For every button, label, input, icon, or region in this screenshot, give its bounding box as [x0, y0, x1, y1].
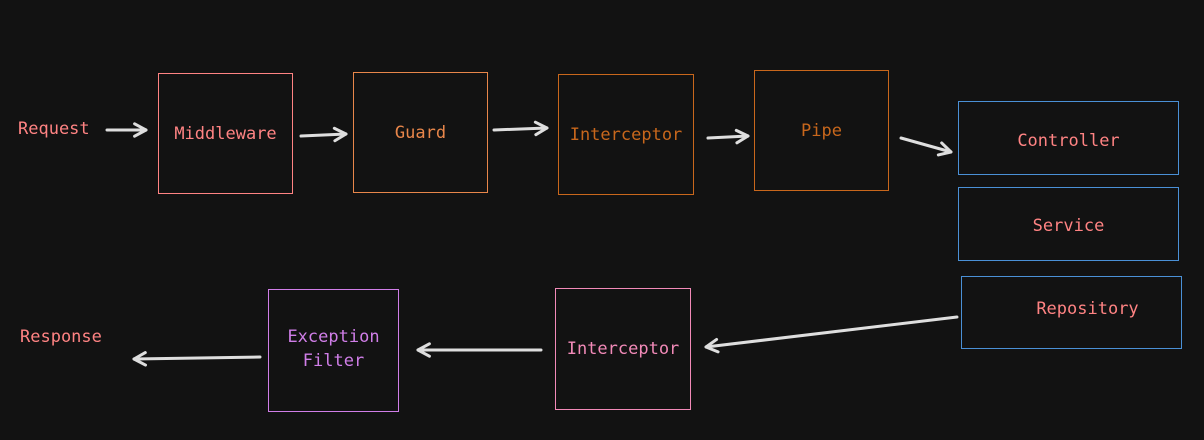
- arrow-head: [936, 141, 953, 157]
- arrow-guard-to-interceptor-in: [492, 120, 549, 137]
- arrow-shaft: [492, 126, 549, 132]
- arrow-shaft: [132, 355, 262, 361]
- arrow-layer: [105, 120, 959, 367]
- interceptor-in-node: Interceptor: [558, 74, 694, 195]
- controller-label: Controller: [1017, 131, 1120, 151]
- guard-label: Guard: [394, 122, 447, 143]
- request-label: Request: [18, 119, 90, 139]
- controller-node: Controller: [958, 101, 1179, 175]
- arrow-pipe-to-controller: [899, 136, 953, 157]
- arrow-head: [416, 342, 431, 358]
- middleware-label: Middleware: [174, 123, 277, 144]
- interceptor-in-label: Interceptor: [569, 124, 683, 145]
- arrow-request-to-middleware: [105, 122, 148, 138]
- arrow-repository-to-interceptor-out: [704, 315, 959, 354]
- arrow-interceptor-in-to-pipe: [706, 128, 750, 145]
- interceptor-out-node: Interceptor: [555, 288, 691, 410]
- arrow-head: [704, 337, 720, 354]
- exception-filter-label: Exception Filter: [287, 327, 380, 371]
- exception-filter-node: Exception Filter: [268, 289, 399, 412]
- arrow-head: [332, 126, 348, 143]
- repository-node: Repository: [961, 276, 1182, 349]
- pipe-label: Pipe: [801, 121, 842, 141]
- guard-node: Guard: [353, 72, 488, 193]
- response-label: Response: [20, 327, 102, 347]
- arrow-exception-filter-to-response: [132, 351, 262, 367]
- middleware-node: Middleware: [158, 73, 293, 194]
- arrow-head: [533, 120, 549, 137]
- arrow-shaft: [706, 134, 750, 140]
- arrow-shaft: [299, 132, 348, 138]
- arrow-head: [132, 351, 148, 367]
- arrow-middleware-to-guard: [299, 126, 348, 143]
- service-node: Service: [958, 187, 1179, 261]
- arrow-head: [133, 122, 148, 138]
- service-label: Service: [1032, 216, 1105, 236]
- arrow-shaft: [704, 315, 959, 349]
- arrow-shaft: [899, 136, 953, 154]
- repository-label: Repository: [1036, 299, 1139, 319]
- pipe-node: Pipe: [754, 70, 889, 191]
- interceptor-out-label: Interceptor: [566, 339, 680, 359]
- arrow-interceptor-out-to-exception-filter: [416, 342, 543, 358]
- arrow-head: [734, 128, 750, 145]
